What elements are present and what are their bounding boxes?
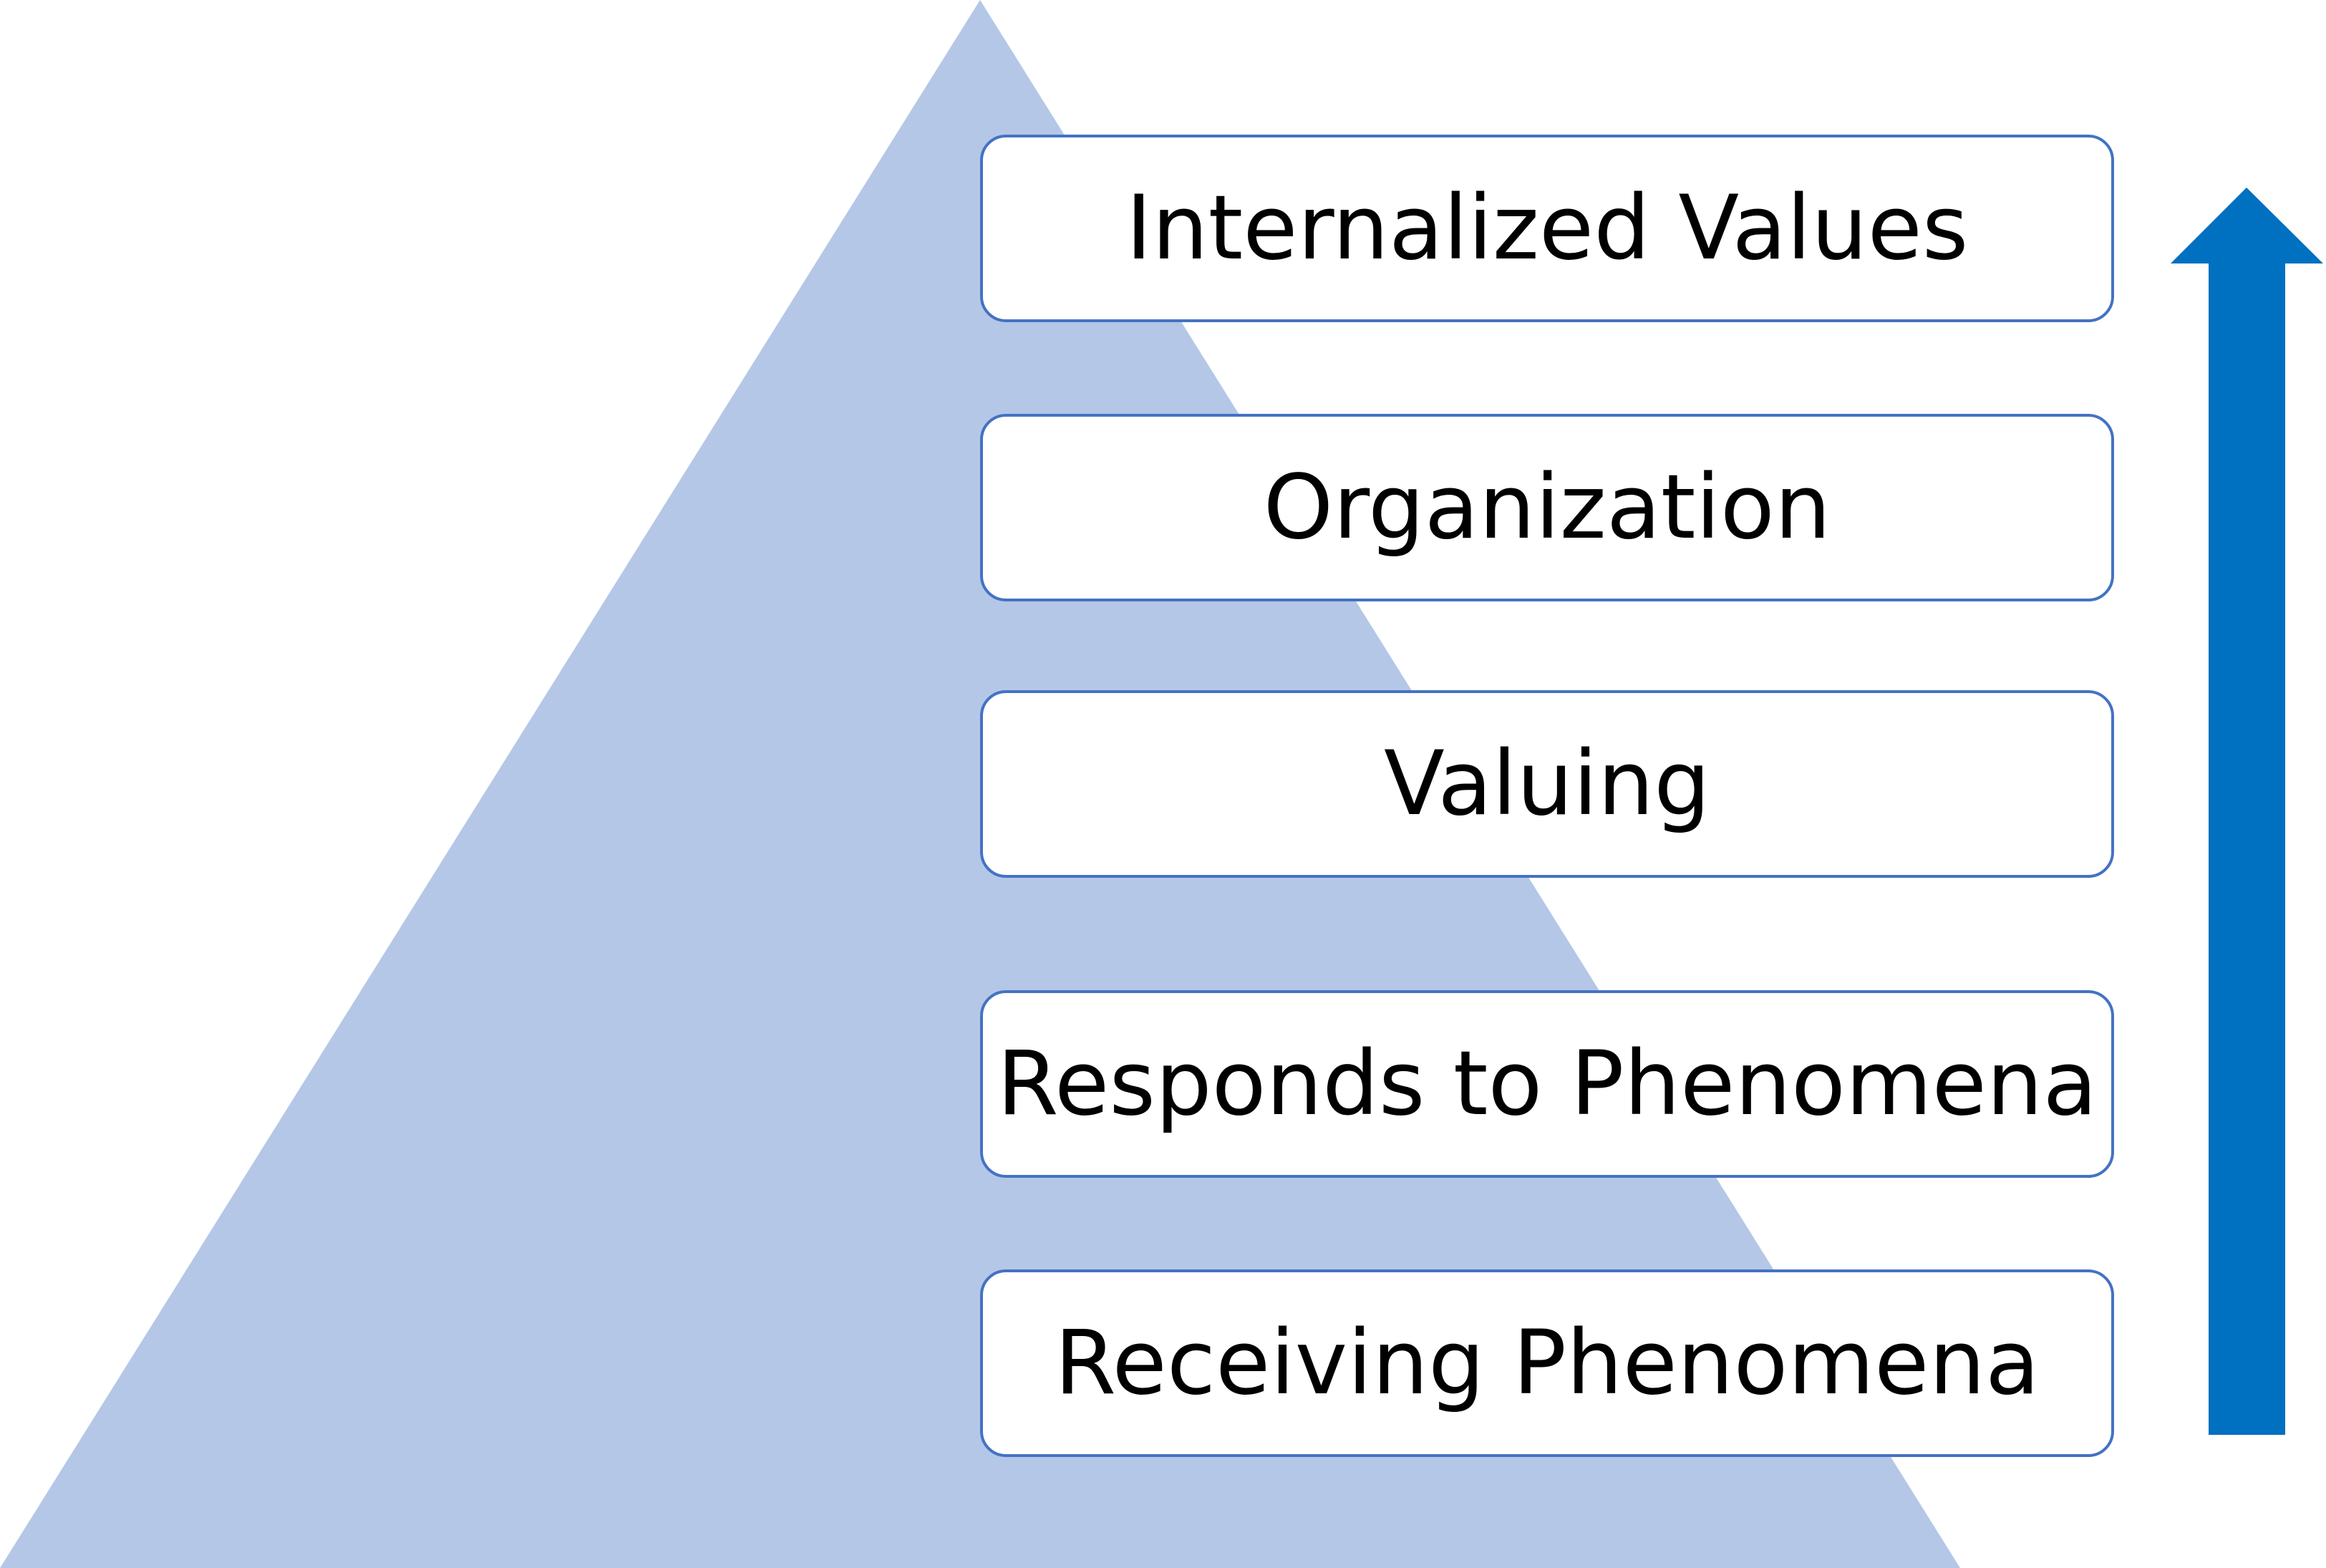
level-box-valuing: Valuing	[980, 690, 2114, 878]
level-box-receiving-phenomena: Receiving Phenomena	[980, 1269, 2114, 1457]
level-label: Valuing	[1384, 732, 1710, 836]
level-box-responds-to-phenomena: Responds to Phenomena	[980, 990, 2114, 1178]
up-arrow-icon	[2171, 188, 2323, 1435]
level-label: Receiving Phenomena	[1054, 1312, 2040, 1415]
level-label: Organization	[1263, 456, 1831, 559]
level-box-organization: Organization	[980, 414, 2114, 601]
level-label: Responds to Phenomena	[997, 1032, 2098, 1136]
level-box-internalized-values: Internalized Values	[980, 135, 2114, 322]
level-label: Internalized Values	[1125, 177, 1969, 280]
